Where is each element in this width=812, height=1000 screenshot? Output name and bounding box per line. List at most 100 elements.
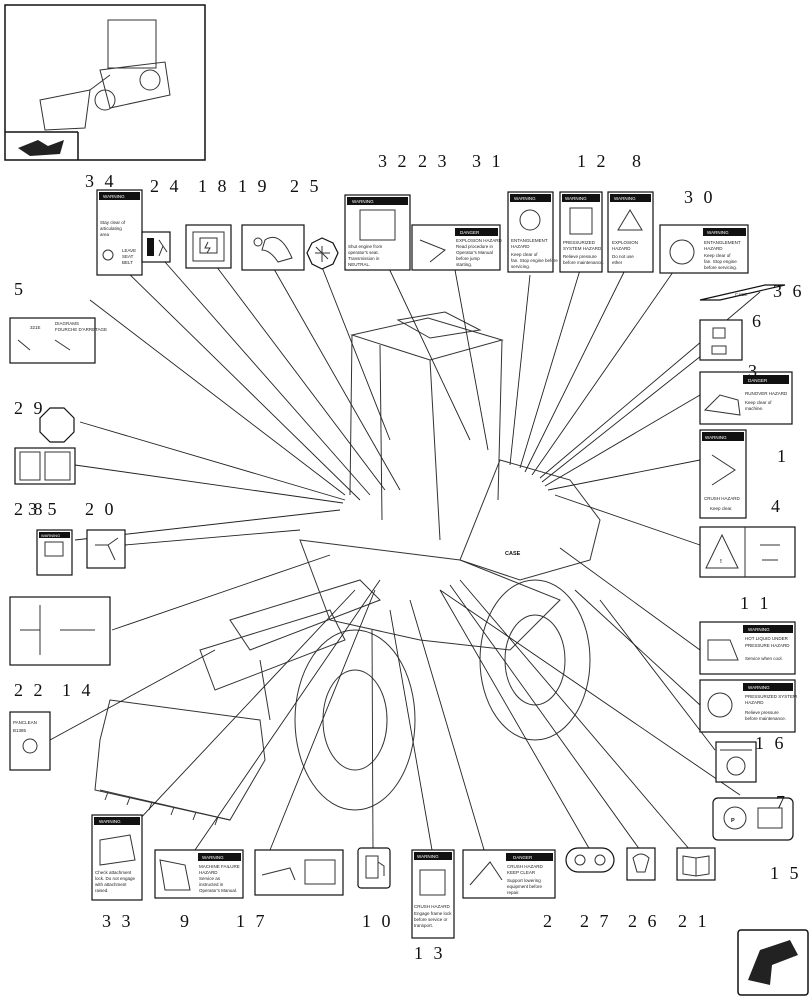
decal-32-line-4: NEUTRAL. [348,262,370,267]
decal-32-line-2: operator's seat. [348,250,379,255]
decal-15-p: P [731,818,735,824]
decal-9-warning[interactable]: WARNING MACHINE FAILURE HAZARD Service a… [154,849,244,899]
callout-19: 1 9 [238,176,270,196]
decal-22-line-2: B1385 [13,728,27,733]
control-lever-icon [261,236,293,263]
manual-book-icon-2 [44,541,64,557]
frame-lock-icon [419,869,446,896]
decal-36-brand[interactable]: CASE [699,284,786,301]
decal-13-line-1: CRUSH HAZARD [414,904,451,909]
attachment-lock-icon [99,834,136,866]
decal-17-manual[interactable] [254,849,344,896]
decal-2-line-2: KEEP CLEAR [507,870,536,875]
decal-27-oval[interactable] [565,847,615,873]
decal-32-line-1: Shut engine from [348,244,383,249]
decal-13-warning[interactable]: WARNING CRUSH HAZARD Engage frame lock b… [411,849,455,939]
decal-16-line-1: PRESSURIZED SYSTEM [745,694,797,699]
decal-21-manual[interactable] [676,847,716,881]
decal-35-warning[interactable]: WARNING [36,529,73,576]
decal-1-line-2: Keep clear. [710,506,733,511]
decal-32-warning[interactable]: WARNING Shut engine from operator's seat… [344,194,411,271]
decal-34-line-4: LEAVE [122,248,136,253]
decal-24-exit[interactable] [141,231,171,263]
callout-7: 7 [776,792,788,812]
decal-3-line-3: machine. [745,406,763,411]
decal-32-line-3: Transmission in [348,256,380,261]
decal-8-line-2: HAZARD [612,246,631,251]
decal-1-warning[interactable]: WARNING CRUSH HAZARD Keep clear. [699,429,747,519]
callout-31: 3 1 [472,151,504,171]
decal-16-warning[interactable]: WARNING PRESSURIZED SYSTEM HAZARD Reliev… [699,679,797,733]
boom-crush-icon [469,861,503,886]
callout-9: 9 [180,911,192,931]
decal-6-info[interactable] [699,319,743,361]
decal-1-line-1: CRUSH HAZARD [704,496,741,501]
callout-3: 3 [748,361,760,381]
belt-entanglement-icon [669,239,695,265]
navigation-arrow-icon[interactable] [18,140,64,156]
decal-23-header: DANGER [460,230,480,235]
decal-5-header-2: FOURCHE D'ARRETAGE [55,327,107,332]
decal-29-octagon[interactable] [39,407,75,443]
decal-3-header: DANGER [748,378,768,383]
callout-20: 2 0 [85,499,117,519]
fan-reverse-icon [22,738,38,754]
next-page-arrow-icon[interactable] [737,929,809,996]
hood-brand-text: CASE [505,551,521,557]
decal-10-fuel[interactable] [357,847,391,889]
decal-33-line-4: raised. [95,888,109,893]
decal-18-electrical[interactable] [185,224,232,269]
decal-1-header: WARNING [705,435,727,440]
decal-23-line-2: Read procedure in [456,244,494,249]
decal-2-line-1: CRUSH HAZARD [507,864,544,869]
callout-26: 2 6 [628,911,660,931]
callout-25: 2 5 [290,176,322,196]
decal-28-panel[interactable] [14,447,76,485]
decal-13-line-3: before service or [414,917,448,922]
door-icon [147,238,154,256]
decal-7-tie-down[interactable] [715,741,757,783]
decal-2-danger[interactable]: DANGER CRUSH HAZARD KEEP CLEAR Support l… [462,849,556,899]
decal-31-warning[interactable]: WARNING ENTANGLEMENT HAZARD Keep clear o… [507,191,558,273]
callout-5: 5 [14,279,26,299]
decal-34-header: WARNING [103,194,125,199]
battery-explosion-icon [419,239,446,263]
callout-27: 2 7 [580,911,612,931]
decal-36-text: CASE [735,292,747,297]
decal-4-triangle[interactable]: ! [699,526,796,578]
decal-8-warning[interactable]: WARNING EXPLOSION HAZARD Do not use ethe… [607,191,654,273]
decal-23-line-5: starting. [456,262,472,267]
decal-19-joystick[interactable] [241,224,305,271]
callout-8: 8 [632,151,644,171]
machine-failure-icon [159,859,191,891]
decal-30-warning[interactable]: WARNING ENTANGLEMENT HAZARD Keep clear o… [659,224,749,274]
decal-3-danger[interactable]: DANGER RUNOVER HAZARD Keep clear of mach… [699,371,793,425]
decal-26-square[interactable] [626,847,656,881]
tie-down-icon [726,756,746,776]
callout-1: 1 [777,446,789,466]
decal-12-line-4: before maintenance. [563,260,604,265]
decal-12-warning[interactable]: WARNING PRESSURIZED SYSTEM HAZARD Reliev… [559,191,604,273]
callout-2: 2 [543,911,555,931]
decal-25-lift-point[interactable] [306,237,339,270]
fork-diagram-icon [17,339,71,351]
loader-icon [261,867,296,881]
callout-6: 6 [752,311,764,331]
decal-33-warning[interactable]: WARNING Check attachment lock. Do not en… [91,814,143,901]
decal-15-parking[interactable]: P [712,797,794,841]
decal-23-line-3: Operator's Manual [456,250,493,255]
bucket-teeth [104,791,219,826]
decal-11-warning[interactable]: WARNING HOT LIQUID UNDER PRESSURE HAZARD… [699,621,796,675]
callout-28: 2 8 [14,499,46,519]
decal-20-arrows[interactable] [86,529,126,569]
decal-14-controls[interactable] [9,596,111,666]
decal-8-header: WARNING [614,196,636,201]
decal-3-line-2: Keep clear of [745,400,772,405]
decal-23-line-4: before jump [456,256,480,261]
decal-23-danger[interactable]: DANGER EXPLOSION HAZARD Read procedure i… [411,224,503,271]
decal-5-diagram[interactable]: DIAGRAMS FOURCHE D'ARRETAGE 321E [9,317,107,364]
decal-34-warning[interactable]: WARNING Stay clear of articulating area … [96,189,143,276]
decal-31-line-5: servicing. [511,264,530,269]
decal-22-panclean[interactable]: PANCLEAN B1385 [9,711,51,771]
fuel-pump-icon [365,855,379,879]
